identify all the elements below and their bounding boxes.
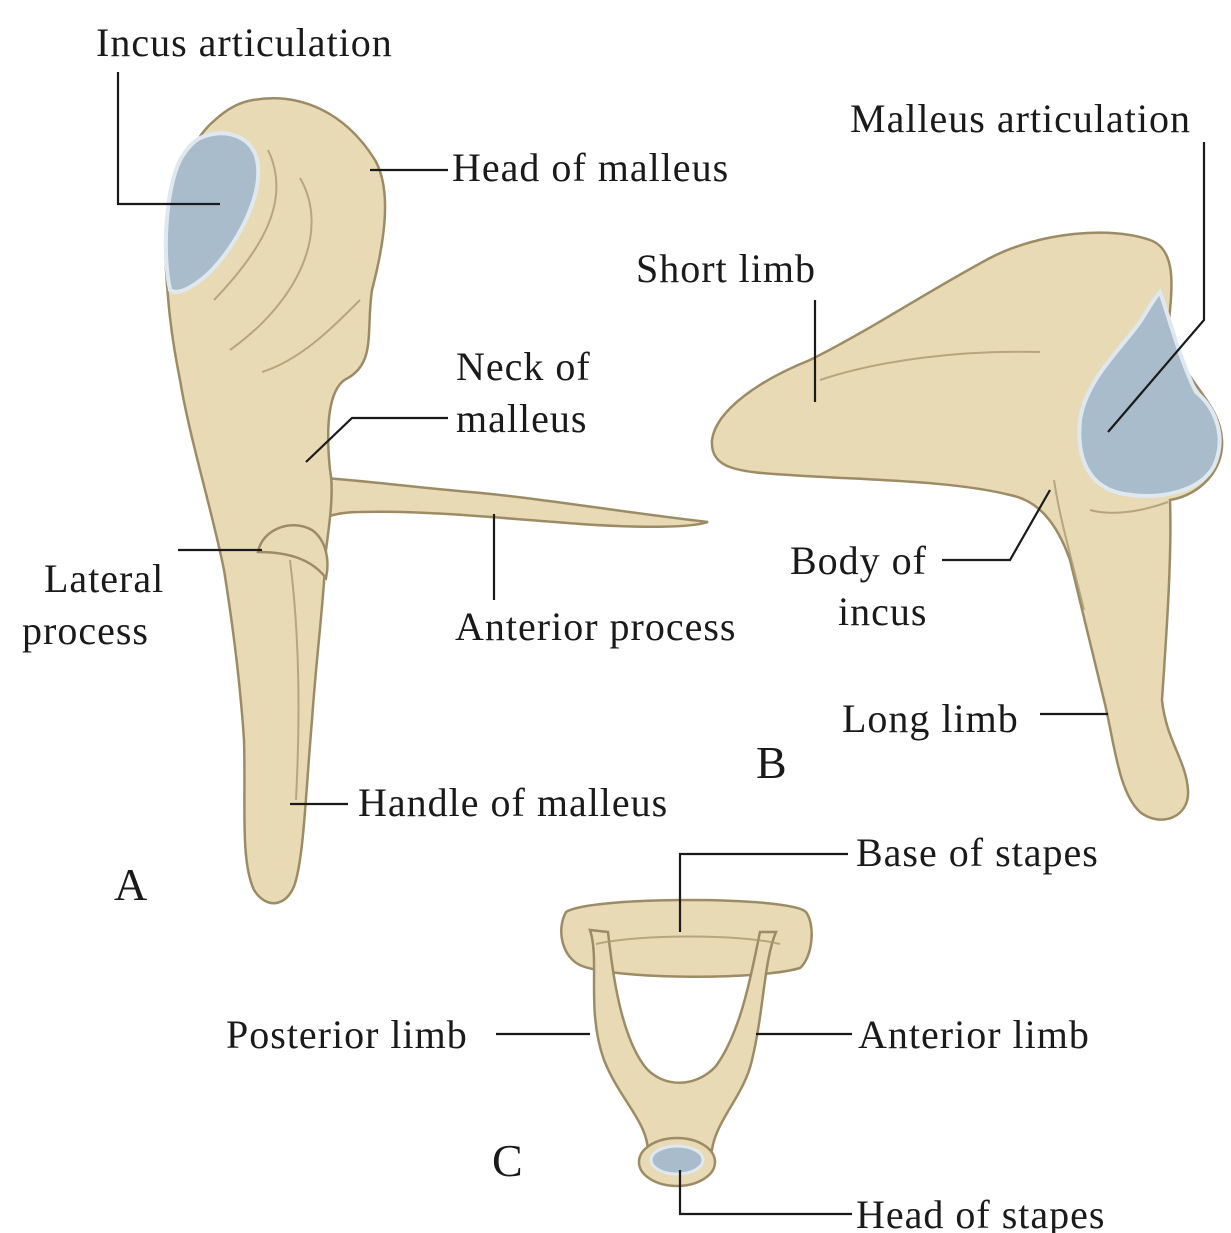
panel-letter-b: B [756,737,787,788]
stapes-illustration [561,900,811,1186]
label-neck-of-malleus-line1: Neck of [456,344,591,389]
malleus-anterior-process [318,478,708,527]
panel-letter-a: A [114,859,147,910]
label-short-limb: Short limb [636,246,816,291]
label-base-of-stapes: Base of stapes [856,830,1099,875]
label-anterior-process: Anterior process [455,604,736,649]
label-incus-articulation: Incus articulation [96,20,393,65]
label-body-of-incus-line1: Body of [790,538,927,583]
stapes-head-facet [651,1146,703,1174]
label-lateral-process-line1: Lateral [44,556,164,601]
label-long-limb: Long limb [842,696,1019,741]
panel-letter-c: C [492,1135,523,1186]
label-body-of-incus-line2: incus [838,589,927,634]
label-handle-of-malleus: Handle of malleus [358,780,668,825]
label-posterior-limb: Posterior limb [226,1012,468,1057]
label-anterior-limb: Anterior limb [858,1012,1090,1057]
label-lateral-process-line2: process [22,608,149,653]
label-neck-of-malleus-line2: malleus [456,396,587,441]
label-head-of-stapes: Head of stapes [856,1192,1105,1233]
label-head-of-malleus: Head of malleus [452,145,729,190]
label-malleus-articulation: Malleus articulation [850,96,1191,141]
